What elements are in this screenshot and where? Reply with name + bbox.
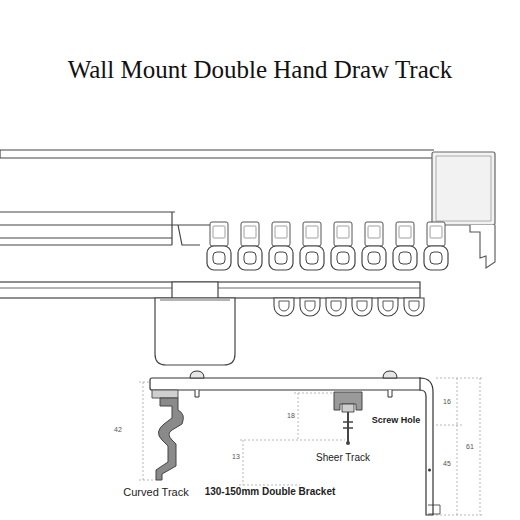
dimension-lines-part [436, 378, 484, 515]
dimension-number: 61 [465, 443, 475, 451]
bracket-block [155, 282, 235, 365]
part-label: Curved Track [122, 486, 189, 499]
part-label: Screw Hole [371, 415, 422, 425]
sheer-runner-row-part [352, 298, 372, 316]
part-label: Sheer Track [315, 452, 371, 464]
double-bracket-part [428, 469, 431, 472]
curved-track-profile-part [156, 398, 183, 480]
part-label: 130-150mm Double Bracket [204, 486, 337, 498]
double-bracket-part [150, 378, 422, 390]
dimension-lines-part [240, 393, 345, 440]
sheer-runner-row-part [326, 298, 346, 316]
sheer-track-rail-part [0, 282, 420, 298]
runner-row-part [331, 222, 355, 270]
dimension-number: 18 [286, 412, 296, 420]
double-bracket-part [428, 505, 440, 514]
dimension-lines-part [480, 378, 481, 515]
bracket-block-part [160, 300, 230, 301]
main-track-rail-part [0, 150, 434, 158]
bracket-block-part [155, 298, 235, 365]
sheer-runner-row-part [300, 298, 320, 316]
sheer-track-profile-part [347, 412, 349, 442]
runner-row [207, 222, 448, 270]
sheer-track-profile-part [343, 422, 353, 428]
sheer-track-profile-part [342, 404, 354, 412]
sheer-runner-row-part [378, 298, 398, 316]
sheer-track-profile-part [346, 441, 350, 445]
sheer-track-rail [0, 282, 420, 298]
bracket-screw-part [190, 371, 204, 378]
sheer-runner-row-part [274, 298, 294, 316]
dimension-number: 45 [442, 460, 452, 468]
end-cap-part [470, 225, 495, 268]
runner-row-part [269, 222, 293, 270]
curved-track-profile-part [152, 390, 178, 398]
diagram-title: Wall Mount Double Hand Draw Track [0, 56, 520, 84]
runner-row-part [393, 222, 417, 270]
end-cap-part [432, 152, 495, 225]
bracket-block-part [172, 282, 218, 298]
double-bracket [150, 378, 440, 515]
curved-track-profile [152, 390, 183, 480]
sheer-runner-row [274, 298, 424, 316]
runner-row-part [424, 222, 448, 270]
dimension-number: 16 [442, 398, 452, 406]
runner-row-part [362, 222, 386, 270]
runner-row-part [207, 222, 231, 270]
main-track-rail-part [172, 212, 200, 245]
runner-row-part [300, 222, 324, 270]
main-track-rail-part [0, 150, 1, 158]
main-track-rail-part [0, 212, 210, 245]
end-cap-part [436, 156, 491, 221]
bracket-screw-part [383, 371, 397, 378]
dimension-number: 42 [113, 426, 123, 434]
dimension-lines [139, 378, 484, 515]
sheer-runner-row-part [404, 298, 424, 316]
double-bracket-part [420, 378, 433, 515]
dimension-number: 13 [231, 453, 241, 461]
runner-row-part [238, 222, 262, 270]
bracket-screw [190, 371, 397, 397]
sheer-track-profile [334, 392, 362, 445]
dimension-lines-part [239, 440, 300, 485]
